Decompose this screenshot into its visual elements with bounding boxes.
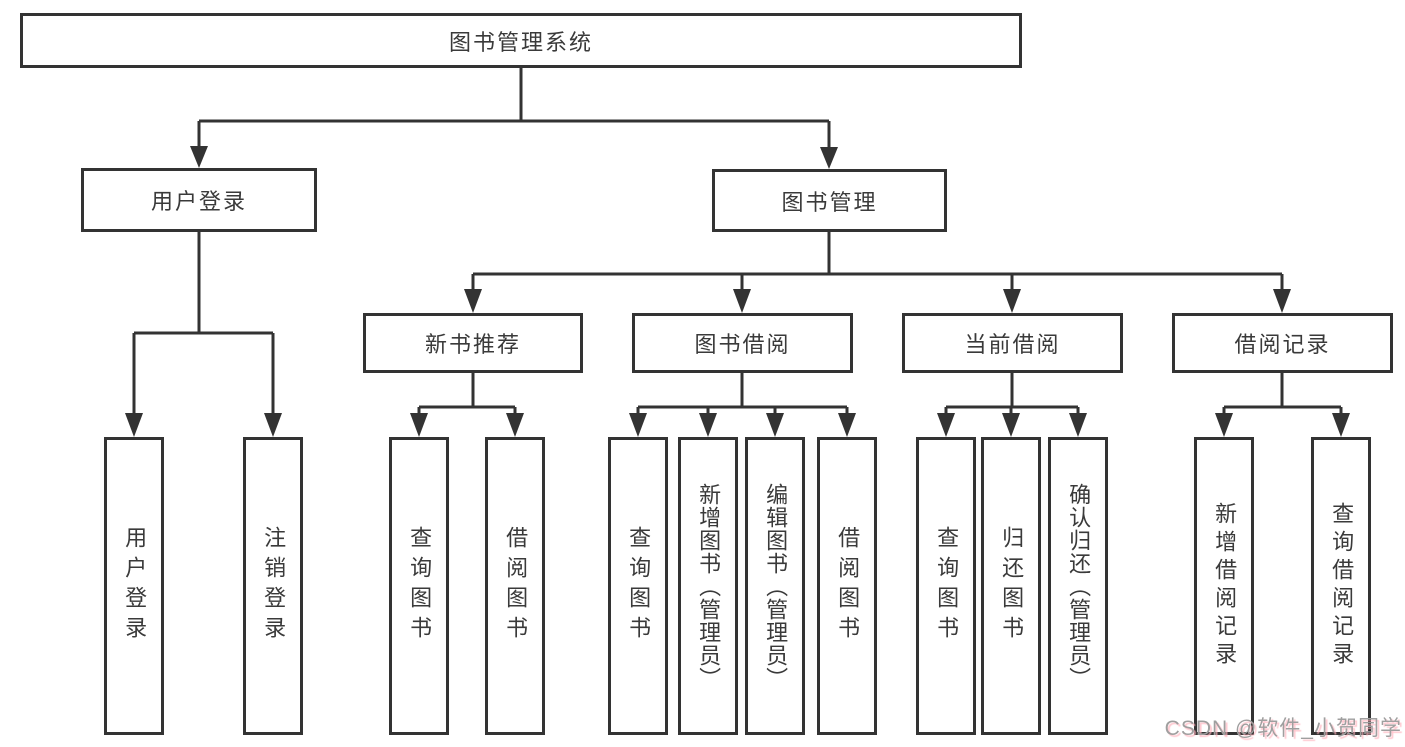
node-label: 图书管理系统 bbox=[448, 29, 593, 55]
leaf-records-add-record: 新增借阅记录 bbox=[1194, 437, 1254, 735]
leaf-label: 编辑图书（管理员） bbox=[763, 482, 789, 690]
leaf-current-return-book: 归还图书 bbox=[981, 437, 1041, 735]
node-label: 图书借阅 bbox=[694, 332, 791, 357]
node-book-borrow: 图书借阅 bbox=[632, 313, 853, 373]
csdn-watermark: CSDN @软件_小贺同学 bbox=[1164, 717, 1402, 740]
edge-recommend-to-leaves bbox=[410, 373, 524, 437]
node-book-management: 图书管理 bbox=[712, 169, 947, 232]
leaf-label: 查询图书 bbox=[626, 526, 652, 646]
leaf-label: 新增图书（管理员） bbox=[696, 482, 722, 690]
leaf-label: 归还图书 bbox=[999, 526, 1025, 646]
node-label: 图书管理 bbox=[781, 189, 878, 215]
leaf-label: 借阅图书 bbox=[503, 526, 529, 646]
leaf-borrow-query-book: 查询图书 bbox=[608, 437, 668, 735]
leaf-borrow-edit-book-admin: 编辑图书（管理员） bbox=[745, 437, 805, 735]
leaf-label: 查询图书 bbox=[407, 526, 433, 646]
leaf-user-login: 用户登录 bbox=[104, 437, 164, 735]
node-label: 用户登录 bbox=[150, 189, 247, 214]
leaf-current-query-book: 查询图书 bbox=[916, 437, 976, 735]
edge-book-borrow-to-leaves bbox=[629, 373, 856, 437]
leaf-label: 注销登录 bbox=[261, 526, 287, 646]
node-borrow-records: 借阅记录 bbox=[1172, 313, 1393, 373]
edge-user-login-to-leaves bbox=[125, 232, 282, 437]
node-user-login: 用户登录 bbox=[81, 168, 317, 232]
edge-root-to-level2 bbox=[190, 68, 838, 169]
edge-current-borrow-to-leaves bbox=[937, 373, 1087, 437]
leaf-label: 新增借阅记录 bbox=[1212, 502, 1238, 670]
leaf-logout: 注销登录 bbox=[243, 437, 303, 735]
leaf-label: 借阅图书 bbox=[835, 526, 861, 646]
leaf-recommend-query-book: 查询图书 bbox=[389, 437, 449, 735]
node-label: 新书推荐 bbox=[424, 332, 521, 357]
leaf-label: 确认归还（管理员） bbox=[1066, 482, 1092, 690]
node-label: 当前借阅 bbox=[964, 332, 1061, 357]
leaf-label: 查询图书 bbox=[934, 526, 960, 646]
node-label: 借阅记录 bbox=[1234, 332, 1331, 357]
node-new-book-recommend: 新书推荐 bbox=[363, 313, 583, 373]
leaf-label: 用户登录 bbox=[122, 526, 148, 646]
leaf-label: 查询借阅记录 bbox=[1329, 502, 1355, 670]
leaf-borrow-borrow-book: 借阅图书 bbox=[817, 437, 877, 735]
leaf-current-confirm-return-admin: 确认归还（管理员） bbox=[1048, 437, 1108, 735]
leaf-borrow-add-book-admin: 新增图书（管理员） bbox=[678, 437, 738, 735]
node-library-management-system: 图书管理系统 bbox=[20, 13, 1022, 68]
edge-book-management-to-level3 bbox=[464, 232, 1291, 313]
leaf-recommend-borrow-book: 借阅图书 bbox=[485, 437, 545, 735]
edge-borrow-records-to-leaves bbox=[1215, 373, 1350, 437]
leaf-records-query-record: 查询借阅记录 bbox=[1311, 437, 1371, 735]
node-current-borrow: 当前借阅 bbox=[902, 313, 1123, 373]
